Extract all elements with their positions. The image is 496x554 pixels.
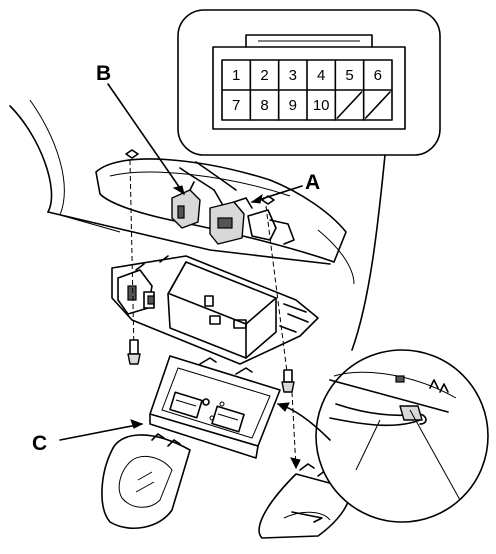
- callout-c: C: [32, 432, 47, 455]
- pin-label: 2: [260, 67, 268, 84]
- unused-pin-slash: [364, 91, 391, 119]
- callout-a: A: [305, 171, 320, 194]
- ceiling-light-housing: [149, 355, 281, 459]
- mounting-screws: [125, 149, 295, 393]
- pin-label: 5: [345, 67, 353, 84]
- unused-pin-slash: [336, 91, 363, 119]
- pin-label: 10: [313, 97, 330, 114]
- connector-inset: 1 2 3 4 5 6 7 8 9 10: [177, 9, 441, 351]
- pin-label: 8: [260, 97, 268, 114]
- pin-label: 4: [317, 67, 325, 84]
- clip-detail-inset: [276, 349, 489, 523]
- connector-a: [209, 197, 253, 245]
- pin-label: 6: [374, 67, 382, 84]
- pin-label: 9: [289, 97, 297, 114]
- callout-b: B: [96, 62, 111, 85]
- pin-label: 1: [232, 67, 240, 84]
- pin-label: 7: [232, 97, 240, 114]
- mounting-bracket: [111, 255, 319, 365]
- connector-b: [171, 181, 201, 229]
- pin-label: 3: [289, 67, 297, 84]
- left-lens: [101, 433, 191, 530]
- pin-labels: 1 2 3 4 5 6 7 8 9 10: [232, 67, 391, 119]
- pin-dividers: [249, 59, 365, 121]
